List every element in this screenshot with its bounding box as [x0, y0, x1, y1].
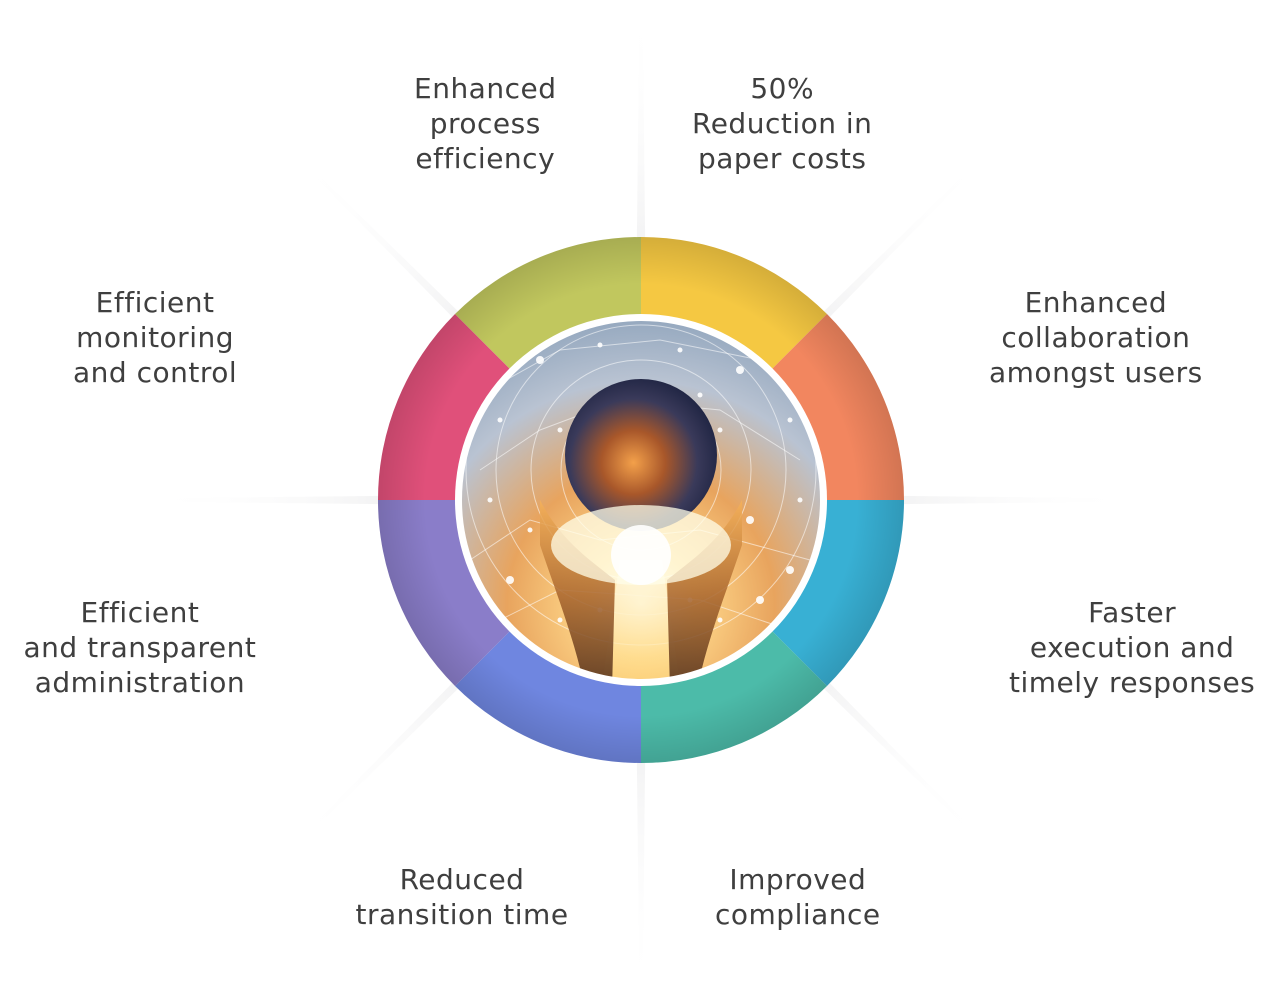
label-line: paper costs — [697, 142, 867, 175]
label-line: Efficient — [95, 286, 215, 319]
label-line: collaboration — [1001, 321, 1191, 354]
label-line: and transparent — [23, 631, 257, 664]
label-line: Enhanced — [414, 72, 557, 105]
center-image — [455, 314, 827, 686]
label-line: Reduced — [399, 863, 525, 896]
label-line: Efficient — [80, 596, 200, 629]
label-line: efficiency — [415, 142, 556, 175]
label-line: compliance — [715, 898, 881, 931]
label-line: and control — [73, 356, 238, 389]
label-line: timely responses — [1009, 666, 1256, 699]
label-line: Faster — [1088, 596, 1177, 629]
label-line: Improved — [729, 863, 867, 896]
label-line: execution and — [1029, 631, 1235, 664]
label-line: Enhanced — [1024, 286, 1168, 319]
label-line: amongst users — [989, 356, 1203, 389]
label-line: 50% — [750, 72, 815, 105]
label-line: monitoring — [76, 321, 234, 354]
label-line: transition time — [355, 898, 569, 931]
label-line: process — [429, 107, 541, 140]
label-line: Reduction in — [692, 107, 873, 140]
label-line: administration — [34, 666, 246, 699]
